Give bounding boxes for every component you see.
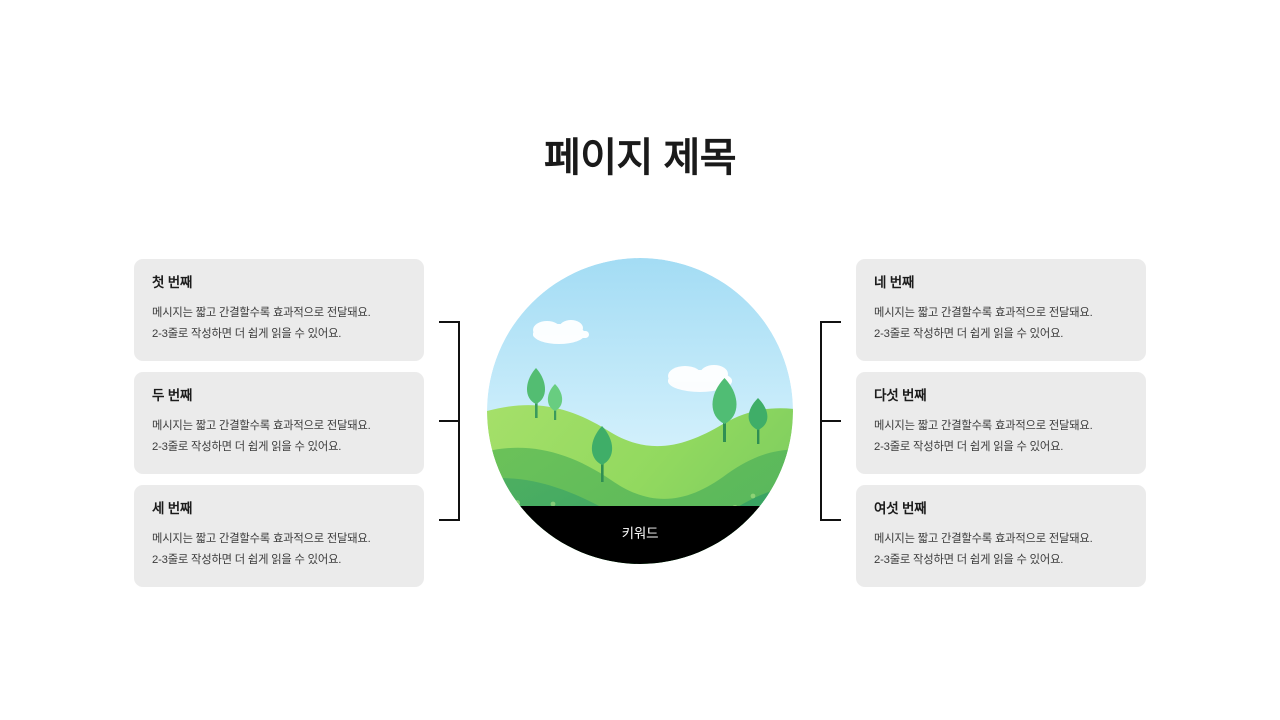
card-title: 네 번째 <box>874 275 915 290</box>
card-title: 다섯 번째 <box>874 388 927 403</box>
left-connector-bracket <box>438 321 460 521</box>
bracket-stub-top <box>439 321 460 323</box>
content-card-fifth[interactable]: 다섯 번째 메시지는 짧고 간결할수록 효과적으로 전달돼요. 2-3줄로 작성… <box>856 372 1146 474</box>
card-body-line: 메시지는 짧고 간결할수록 효과적으로 전달돼요. <box>152 533 371 546</box>
content-card-fourth[interactable]: 네 번째 메시지는 짧고 간결할수록 효과적으로 전달돼요. 2-3줄로 작성하… <box>856 259 1146 361</box>
content-card-second[interactable]: 두 번째 메시지는 짧고 간결할수록 효과적으로 전달돼요. 2-3줄로 작성하… <box>134 372 424 474</box>
card-body-line: 2-3줄로 작성하면 더 쉽게 읽을 수 있어요. <box>152 328 342 341</box>
content-card-first[interactable]: 첫 번째 메시지는 짧고 간결할수록 효과적으로 전달돼요. 2-3줄로 작성하… <box>134 259 424 361</box>
card-body-line: 메시지는 짧고 간결할수록 효과적으로 전달돼요. <box>874 533 1093 546</box>
card-title: 두 번째 <box>152 388 193 403</box>
bracket-stub-bottom <box>820 519 841 521</box>
card-body-line: 메시지는 짧고 간결할수록 효과적으로 전달돼요. <box>152 307 371 320</box>
right-connector-bracket <box>820 321 842 521</box>
bracket-stub-bottom <box>439 519 460 521</box>
card-body-line: 2-3줄로 작성하면 더 쉽게 읽을 수 있어요. <box>874 441 1064 454</box>
card-title: 첫 번째 <box>152 275 193 290</box>
bracket-stub-top <box>820 321 841 323</box>
card-body-line: 메시지는 짧고 간결할수록 효과적으로 전달돼요. <box>152 420 371 433</box>
card-body-line: 메시지는 짧고 간결할수록 효과적으로 전달돼요. <box>874 420 1093 433</box>
bracket-stub-middle <box>820 420 841 422</box>
content-card-third[interactable]: 세 번째 메시지는 짧고 간결할수록 효과적으로 전달돼요. 2-3줄로 작성하… <box>134 485 424 587</box>
content-card-sixth[interactable]: 여섯 번째 메시지는 짧고 간결할수록 효과적으로 전달돼요. 2-3줄로 작성… <box>856 485 1146 587</box>
card-body-line: 2-3줄로 작성하면 더 쉽게 읽을 수 있어요. <box>152 441 342 454</box>
landscape-hills-icon <box>487 258 793 564</box>
card-title: 세 번째 <box>152 501 193 516</box>
page-title: 페이지 제목 <box>543 136 737 180</box>
card-body-line: 2-3줄로 작성하면 더 쉽게 읽을 수 있어요. <box>152 554 342 567</box>
bracket-stub-middle <box>439 420 460 422</box>
card-body-line: 2-3줄로 작성하면 더 쉽게 읽을 수 있어요. <box>874 328 1064 341</box>
card-title: 여섯 번째 <box>874 501 927 516</box>
card-body-line: 2-3줄로 작성하면 더 쉽게 읽을 수 있어요. <box>874 554 1064 567</box>
card-body-line: 메시지는 짧고 간결할수록 효과적으로 전달돼요. <box>874 307 1093 320</box>
